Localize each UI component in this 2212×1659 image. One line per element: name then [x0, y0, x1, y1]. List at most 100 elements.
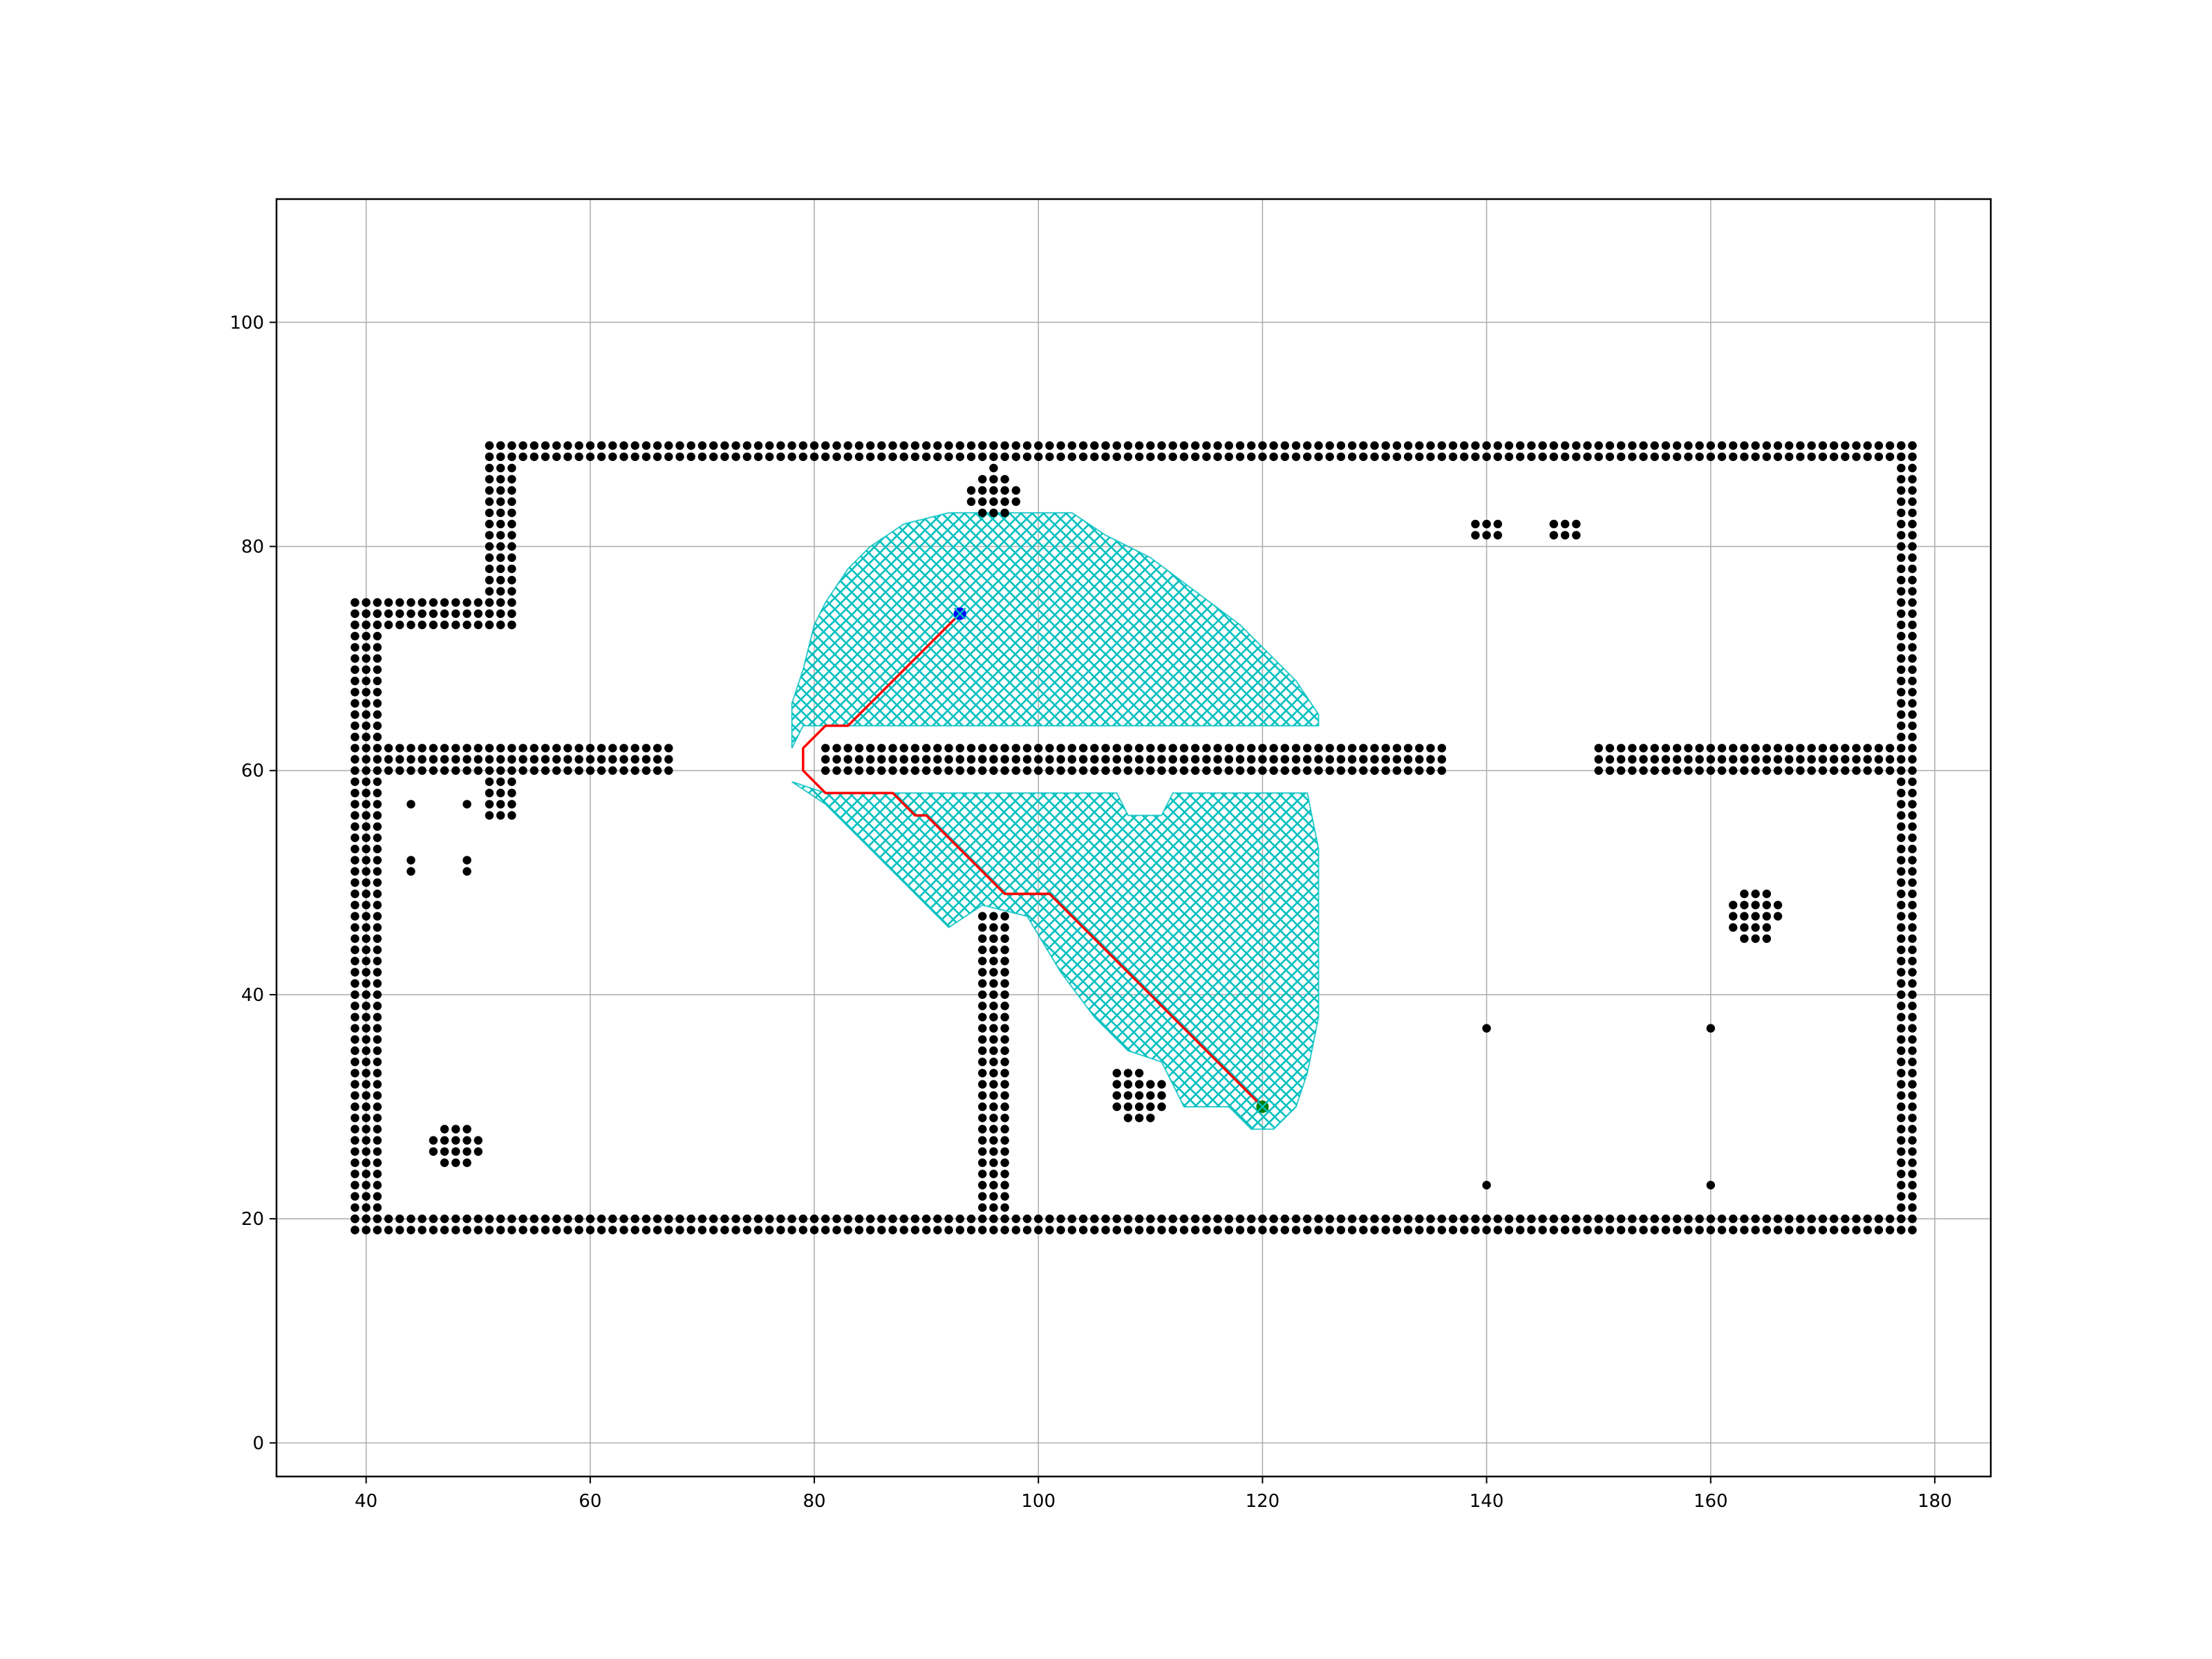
obstacle-point: [1224, 744, 1234, 753]
obstacle-point: [865, 744, 875, 753]
obstacle-point: [1493, 519, 1502, 529]
obstacle-point: [899, 1226, 908, 1235]
obstacle-point: [373, 878, 382, 888]
obstacle-point: [1672, 755, 1682, 764]
obstacle-point: [362, 979, 371, 988]
obstacle-point: [1527, 1226, 1536, 1235]
obstacle-point: [362, 1069, 371, 1078]
obstacle-point: [877, 1215, 886, 1224]
obstacle-point: [1897, 744, 1906, 753]
obstacle-point: [1056, 755, 1065, 764]
obstacle-point: [418, 1215, 427, 1224]
obstacle-point: [899, 766, 908, 775]
obstacle-point: [1897, 1058, 1906, 1067]
obstacle-point: [1650, 452, 1659, 461]
obstacle-point: [597, 755, 606, 764]
obstacle-point: [978, 923, 987, 932]
obstacle-point: [1549, 1215, 1558, 1224]
obstacle-point: [1202, 744, 1211, 753]
obstacle-point: [1011, 497, 1021, 506]
obstacle-point: [653, 766, 662, 775]
obstacle-point: [1897, 665, 1906, 674]
obstacle-point: [1897, 1024, 1906, 1033]
obstacle-point: [1773, 1215, 1783, 1224]
obstacle-point: [910, 1215, 920, 1224]
obstacle-point: [440, 1158, 449, 1168]
obstacle-point: [1897, 732, 1906, 742]
obstacle-point: [350, 1181, 359, 1190]
obstacle-point: [1616, 1215, 1626, 1224]
obstacle-point: [1000, 1114, 1009, 1123]
obstacle-point: [1370, 744, 1379, 753]
obstacle-point: [1572, 1215, 1581, 1224]
obstacle-point: [630, 766, 639, 775]
obstacle-point: [362, 777, 371, 787]
obstacle-point: [1247, 1226, 1256, 1235]
obstacle-point: [1202, 1215, 1211, 1224]
obstacle-point: [821, 744, 830, 753]
obstacle-point: [1000, 1080, 1009, 1089]
obstacle-point: [1549, 441, 1558, 450]
obstacle-point: [462, 620, 471, 630]
obstacle-point: [1314, 744, 1323, 753]
obstacle-point: [798, 1215, 808, 1224]
obstacle-point: [462, 1158, 471, 1168]
obstacle-point: [585, 1226, 595, 1235]
obstacle-point: [821, 441, 830, 450]
obstacle-point: [787, 441, 796, 450]
obstacle-point: [877, 452, 886, 461]
obstacle-point: [362, 688, 371, 697]
obstacle-point: [978, 1192, 987, 1201]
y-tick-label: 60: [241, 761, 264, 782]
obstacle-point: [619, 441, 628, 450]
obstacle-point: [1729, 901, 1738, 910]
obstacle-point: [350, 1024, 359, 1033]
obstacle-point: [989, 1226, 998, 1235]
obstacle-point: [608, 766, 617, 775]
obstacle-point: [1011, 441, 1021, 450]
obstacle-point: [1908, 1002, 1917, 1011]
obstacle-point: [1729, 452, 1738, 461]
obstacle-point: [418, 744, 427, 753]
obstacle-point: [1897, 452, 1906, 461]
obstacle-point: [507, 1226, 516, 1235]
obstacle-point: [1885, 452, 1895, 461]
obstacle-point: [496, 620, 505, 630]
obstacle-point: [989, 934, 998, 944]
obstacle-point: [350, 699, 359, 708]
obstacle-point: [1437, 1226, 1446, 1235]
obstacle-point: [552, 452, 561, 461]
obstacle-point: [832, 441, 841, 450]
obstacle-point: [1213, 1226, 1222, 1235]
obstacle-point: [1045, 766, 1054, 775]
obstacle-point: [1616, 452, 1626, 461]
obstacle-point: [1706, 1024, 1715, 1033]
obstacle-point: [1908, 654, 1917, 663]
obstacle-point: [1706, 744, 1715, 753]
obstacle-point: [350, 968, 359, 977]
obstacle-point: [1897, 542, 1906, 551]
obstacle-point: [989, 475, 998, 484]
obstacle-point: [507, 508, 516, 518]
obstacle-point: [373, 1069, 382, 1078]
planned-path: [802, 612, 1264, 1108]
obstacle-point: [462, 856, 471, 865]
obstacle-point: [1773, 901, 1783, 910]
obstacle-point: [1572, 441, 1581, 450]
obstacle-point: [978, 1170, 987, 1179]
obstacle-point: [1897, 1226, 1906, 1235]
obstacle-point: [821, 452, 830, 461]
obstacle-point: [1179, 452, 1189, 461]
obstacle-point: [529, 441, 538, 450]
obstacle-point: [989, 497, 998, 506]
obstacle-point: [1101, 452, 1110, 461]
obstacle-point: [1101, 744, 1110, 753]
obstacle-point: [1303, 441, 1312, 450]
obstacle-point: [1885, 766, 1895, 775]
obstacle-point: [395, 1215, 404, 1224]
obstacle-point: [1280, 1226, 1290, 1235]
obstacle-point: [1897, 979, 1906, 988]
obstacle-point: [877, 744, 886, 753]
obstacle-point: [1359, 755, 1368, 764]
